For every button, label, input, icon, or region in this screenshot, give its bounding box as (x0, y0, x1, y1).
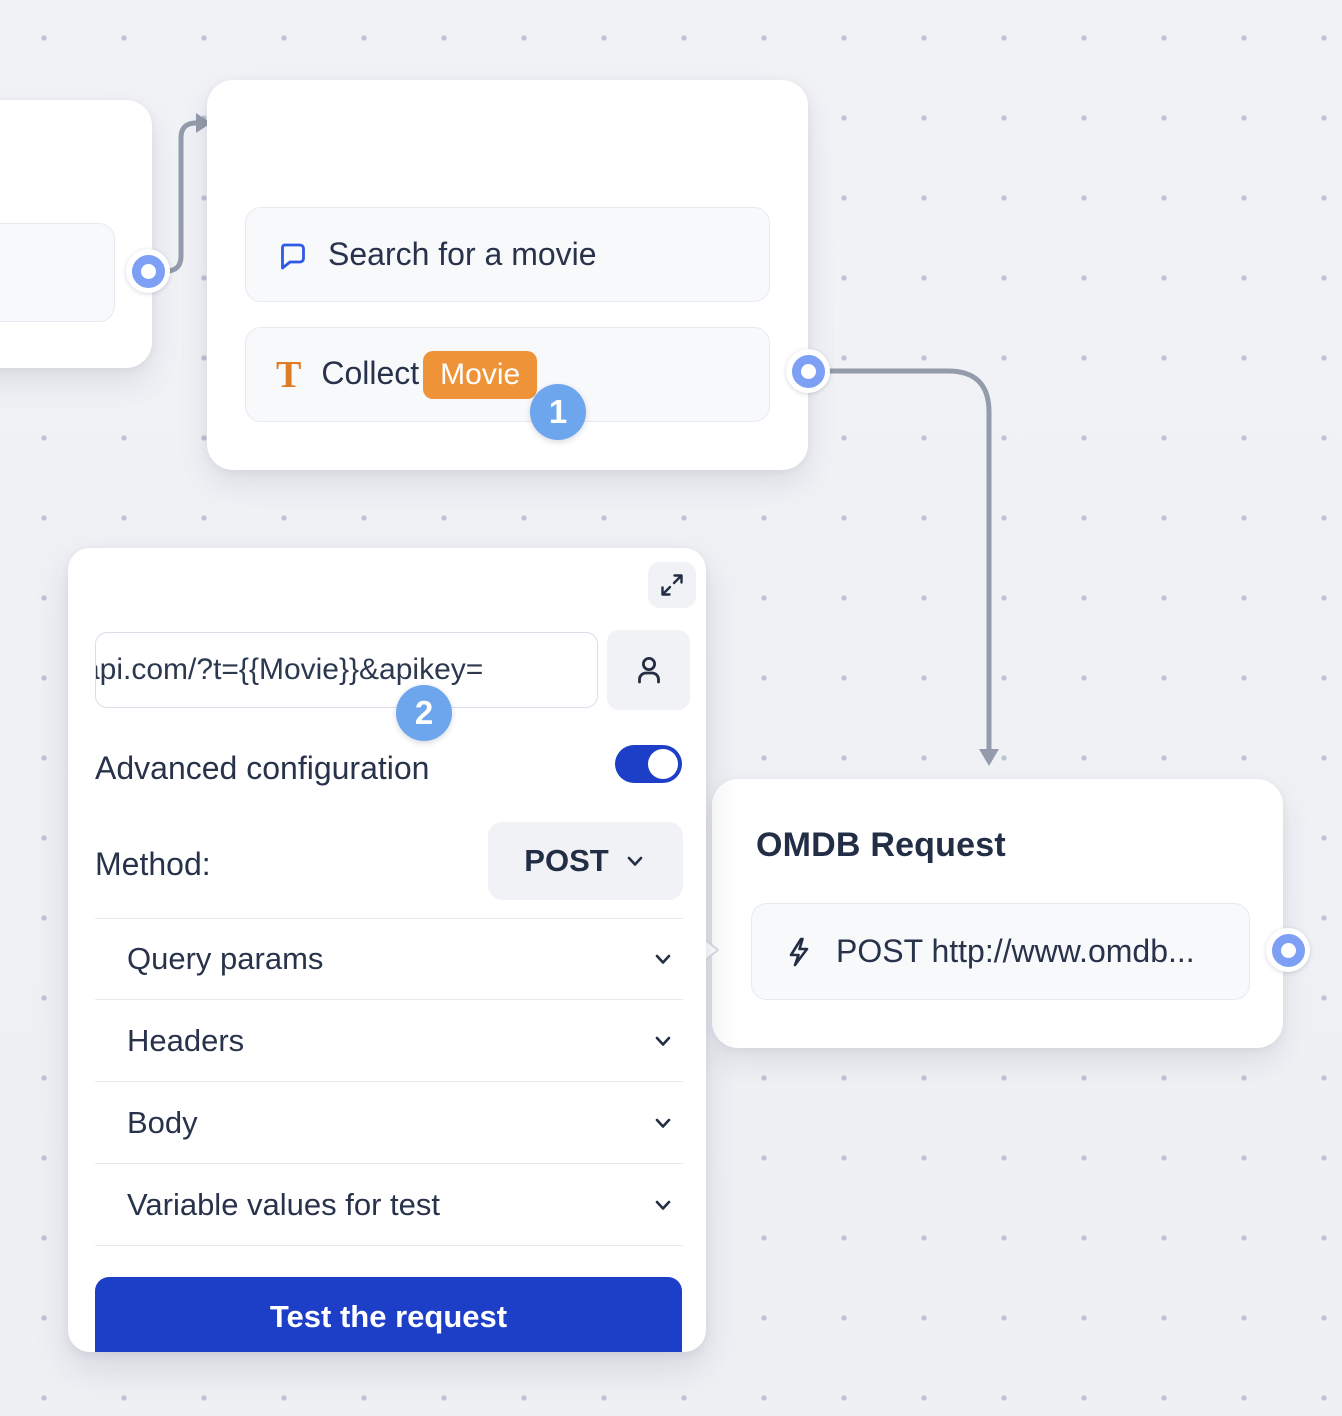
output-port-omdb-request[interactable] (1266, 928, 1310, 972)
block-label: POST http://www.omdb... (836, 933, 1195, 969)
config-sections: Query params Headers Body Variable value… (95, 918, 683, 1246)
node-movie-search[interactable]: Movie search Search for a movie T Collec… (207, 80, 808, 470)
block-webhook-post[interactable]: POST http://www.omdb... (751, 903, 1250, 1000)
connector-line-right (825, 368, 992, 753)
method-label: Method: (95, 846, 211, 882)
chevron-down-icon (627, 856, 643, 866)
toggle-knob (648, 749, 678, 779)
chevron-down-icon[interactable] (651, 947, 675, 971)
webhook-config-panel[interactable]: api.com/?t={{Movie}}&apikey= Advanced co… (68, 548, 706, 1352)
port-ring (1271, 933, 1305, 967)
expand-button[interactable] (648, 562, 696, 608)
lightning-icon (789, 937, 809, 966)
section-query-params[interactable]: Query params (95, 918, 683, 1000)
person-icon (637, 657, 660, 684)
output-port-movie-search[interactable] (786, 349, 830, 393)
section-body[interactable]: Body (95, 1082, 683, 1164)
insert-variable-button[interactable] (607, 630, 690, 710)
url-input[interactable]: api.com/?t={{Movie}}&apikey= (95, 632, 598, 708)
step-badge-1: 1 (530, 384, 586, 440)
expand-icon (661, 574, 683, 596)
port-ring (131, 254, 165, 288)
test-the-request-button[interactable]: Test the request (95, 1277, 682, 1352)
url-value: api.com/?t={{Movie}}&apikey= (95, 653, 484, 686)
method-select[interactable]: POST (488, 822, 683, 900)
block-label: Search for a movie (328, 236, 597, 272)
section-variable-values-for-test[interactable]: Variable values for test (95, 1164, 683, 1246)
text-variable-icon: T (276, 353, 302, 396)
connector-line-left (157, 120, 200, 274)
input-port-notch[interactable] (698, 934, 724, 966)
method-value: POST (524, 843, 609, 878)
block-search-for-a-movie[interactable]: Search for a movie (245, 207, 770, 302)
chat-bubble-icon (281, 243, 305, 269)
port-ring (791, 354, 825, 388)
chevron-down-icon[interactable] (651, 1029, 675, 1053)
connector-arrowhead-right (979, 749, 999, 766)
advanced-configuration-label: Advanced configuration (95, 750, 430, 786)
section-headers[interactable]: Headers (95, 1000, 683, 1082)
node-omdb-request[interactable]: OMDB Request POST http://www.omdb... (712, 779, 1283, 1048)
chevron-down-icon[interactable] (651, 1111, 675, 1135)
variable-badge-movie[interactable]: Movie (423, 350, 538, 399)
chevron-down-icon[interactable] (651, 1193, 675, 1217)
output-port-partial-node[interactable] (126, 249, 170, 293)
partial-node-item[interactable] (0, 223, 115, 322)
connector-arrowhead-left (196, 113, 211, 133)
partial-node[interactable] (0, 100, 152, 368)
step-badge-2: 2 (396, 685, 452, 741)
node-title: OMDB Request (756, 826, 1006, 864)
advanced-configuration-toggle[interactable] (615, 745, 682, 783)
